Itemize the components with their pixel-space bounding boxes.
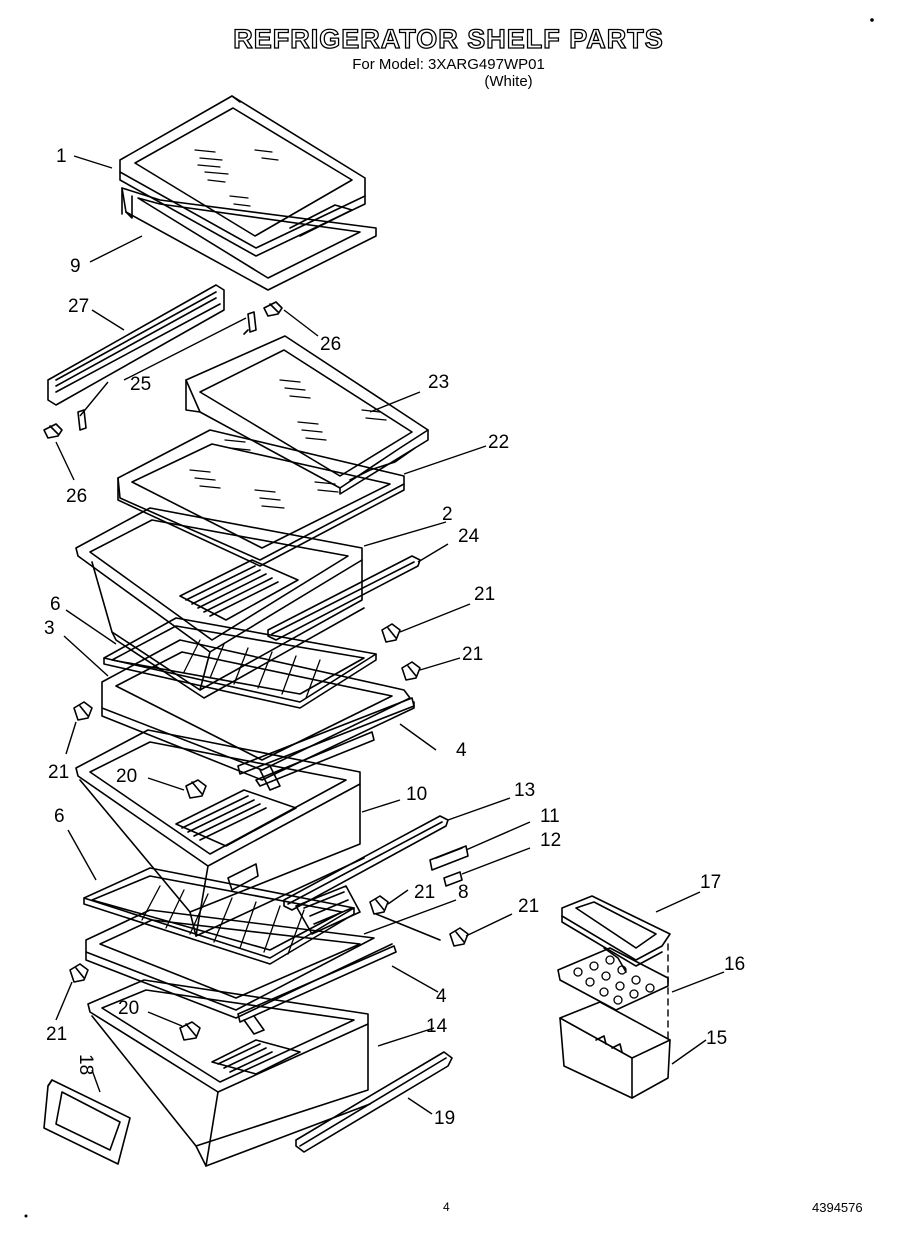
callout-4-lower: 4 xyxy=(436,986,447,1007)
callout-21-f: 21 xyxy=(46,1024,67,1045)
callout-20-lower: 20 xyxy=(118,998,139,1019)
callout-26-upper: 26 xyxy=(320,334,341,355)
part-19-drawer-trim xyxy=(295,1051,453,1153)
callout-23: 23 xyxy=(428,372,449,393)
part-20-screw-upper xyxy=(185,779,207,799)
callout-13: 13 xyxy=(514,780,535,801)
scan-specks xyxy=(24,18,874,1218)
callout-1: 1 xyxy=(56,146,67,167)
callout-19: 19 xyxy=(434,1108,455,1129)
part-21-bumper-e xyxy=(375,913,469,947)
part-4-glide-upper xyxy=(237,697,415,791)
part-21-bumper-b xyxy=(401,661,421,681)
callout-6-upper: 6 xyxy=(50,594,61,615)
part-4-glide-lower xyxy=(85,909,397,1035)
callout-25: 25 xyxy=(130,374,151,395)
color-note: (White) xyxy=(484,73,533,90)
part-21-bumper-d xyxy=(369,895,389,915)
part-21-bumper-f xyxy=(69,963,89,983)
part-25-clip-lower xyxy=(77,409,87,431)
callout-16: 16 xyxy=(724,954,745,975)
callout-22: 22 xyxy=(488,432,509,453)
part-25-clip-upper xyxy=(243,311,257,335)
part-26-screw-lower xyxy=(43,423,63,439)
callout-26-lower: 26 xyxy=(66,486,87,507)
part-11-slide xyxy=(429,845,469,871)
part-13-pan-trim xyxy=(283,815,449,911)
part-6-crisper-cover-lower xyxy=(83,867,355,965)
callout-17: 17 xyxy=(700,872,721,893)
callout-3: 3 xyxy=(44,618,55,639)
callout-20-upper: 20 xyxy=(116,766,137,787)
part-9-shelf-frame xyxy=(121,187,377,291)
page-header: REFRIGERATOR SHELF PARTS For Model: 3XAR… xyxy=(0,22,897,90)
callout-11: 11 xyxy=(540,806,560,827)
part-24-crisper-trim xyxy=(267,555,421,641)
part-17-tray-lid xyxy=(561,895,671,967)
document-number: 4394576 xyxy=(812,1200,863,1215)
callout-9: 9 xyxy=(70,256,81,277)
callout-24: 24 xyxy=(458,526,480,547)
part-20-screw-lower xyxy=(179,1021,201,1041)
part-27-rail xyxy=(47,284,225,406)
callout-4-upper: 4 xyxy=(456,740,467,761)
part-6-crisper-cover-upper xyxy=(103,617,377,709)
callout-15: 15 xyxy=(706,1028,727,1049)
part-12-slide-cap xyxy=(443,871,463,887)
part-15-egg-bin xyxy=(559,1001,671,1099)
page-number: 4 xyxy=(443,1200,450,1214)
callout-8: 8 xyxy=(458,882,469,903)
callout-2: 2 xyxy=(442,504,453,525)
callout-labels: 1 9 27 26 25 26 23 22 2 24 21 6 3 21 4 2… xyxy=(44,146,745,1129)
callout-12: 12 xyxy=(540,830,561,851)
part-21-bumper-c xyxy=(73,701,93,721)
callout-6-lower: 6 xyxy=(54,806,65,827)
callout-14: 14 xyxy=(426,1016,448,1037)
page-title: REFRIGERATOR SHELF PARTS xyxy=(233,23,664,54)
callout-21-a: 21 xyxy=(474,584,495,605)
callout-21-d: 21 xyxy=(414,882,435,903)
part-26-screw-upper xyxy=(263,301,283,317)
part-21-bumper-a xyxy=(381,623,401,643)
callout-10: 10 xyxy=(406,784,427,805)
part-23-glass-shelf xyxy=(185,335,429,495)
callout-21-b: 21 xyxy=(462,644,483,665)
callout-21-e: 21 xyxy=(518,896,539,917)
model-line: For Model: 3XARG497WP01 xyxy=(352,56,545,73)
callout-18: 18 xyxy=(75,1054,96,1075)
part-16-egg-tray xyxy=(557,947,669,1011)
part-22-glass-shelf xyxy=(117,429,405,567)
part-18-badge xyxy=(43,1079,131,1165)
part-14-bottom-drawer xyxy=(87,979,371,1167)
callout-21-c: 21 xyxy=(48,762,69,783)
callout-27: 27 xyxy=(68,296,89,317)
leader-lines xyxy=(55,155,725,1115)
part-10-meat-pan xyxy=(75,729,365,937)
part-1-glass-shelf xyxy=(119,95,366,257)
